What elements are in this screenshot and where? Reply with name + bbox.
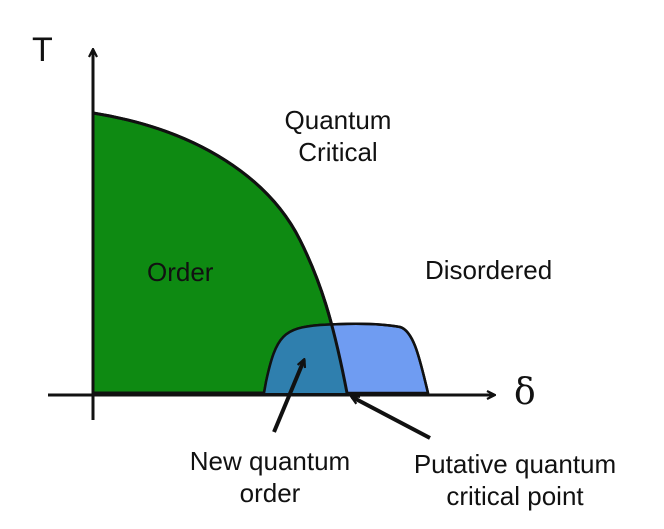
quantum-critical-line-1: Quantum xyxy=(284,105,392,135)
new-order-line-1: New quantum xyxy=(189,446,351,476)
order-label: Order xyxy=(147,257,214,287)
quantum-critical-line-2: Critical xyxy=(298,137,378,167)
critical-point-label: Putative quantum critical point xyxy=(392,448,638,512)
new-order-label: New quantum order xyxy=(170,445,370,509)
new-order-line-2: order xyxy=(239,478,301,508)
critical-point-line-2: critical point xyxy=(446,481,584,511)
phase-boundary-line xyxy=(92,111,349,394)
critical-point-arrow xyxy=(352,395,431,440)
quantum-critical-label: Quantum Critical xyxy=(258,104,418,168)
x-axis-label: δ xyxy=(514,372,536,413)
critical-point-line-1: Putative quantum xyxy=(413,449,617,479)
y-axis-label: T xyxy=(32,31,53,69)
new-order-arrow xyxy=(272,360,304,433)
dome-outline xyxy=(262,322,430,394)
disordered-label: Disordered xyxy=(425,255,553,285)
